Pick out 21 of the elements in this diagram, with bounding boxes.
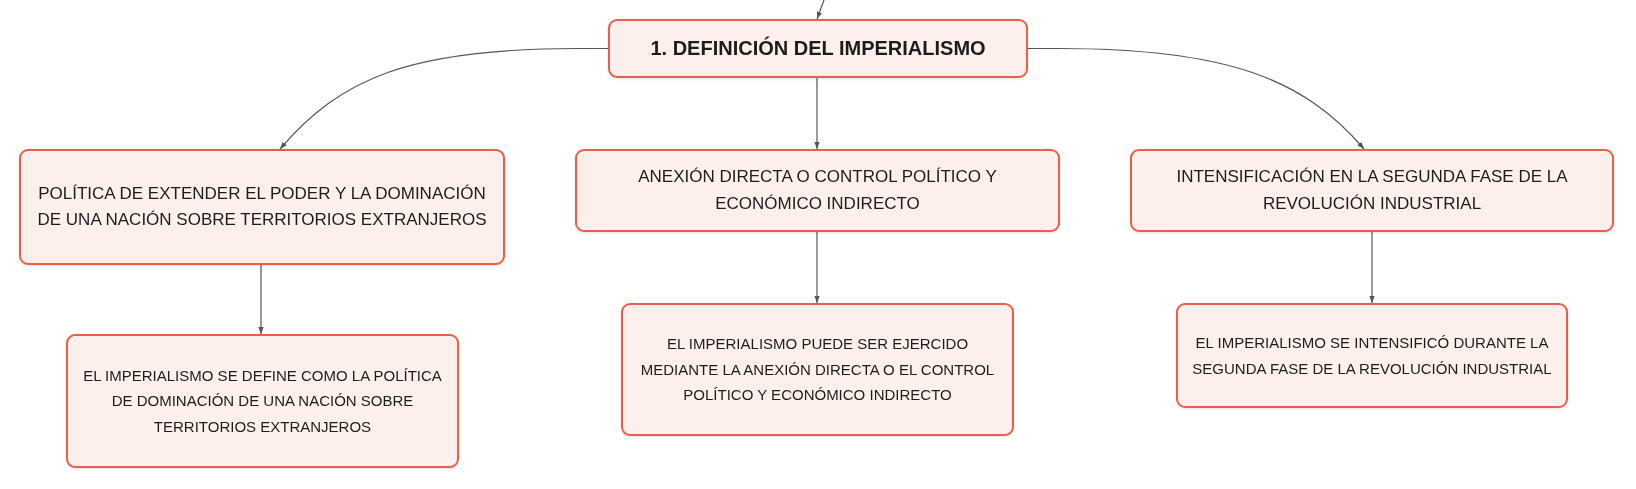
concept-box — [19, 149, 505, 265]
concept-box — [1130, 149, 1614, 232]
connector-arrow — [258, 264, 264, 335]
connector-arrow — [1369, 231, 1375, 304]
concept-text: INTENSIFICACIÓN EN LA SEGUNDA FASE DE LA REVOLUCIÓN INDUSTRIAL — [1175, 166, 1569, 215]
title-box — [608, 19, 1028, 78]
concept-text: EL IMPERIALISMO SE INTENSIFICÓ DURANTE LA SEGUNDA FASE DE LA REVOLUCIÓN INDUSTRIAL — [1192, 333, 1552, 379]
concept-box — [621, 303, 1014, 436]
connector-arrow — [816, 0, 825, 20]
concept-text: ANEXIÓN DIRECTA O CONTROL POLÍTICO Y ECONÓMICO INDIRECTO — [637, 166, 998, 215]
connector-arrow — [814, 231, 820, 304]
concept-box — [1176, 303, 1568, 408]
connector-arrow — [279, 47, 609, 150]
concept-box — [66, 334, 459, 468]
concept-text: EL IMPERIALISMO PUEDE SER EJERCIDO MEDIANTE LA ANEXIÓN DIRECTA O EL CONTROL POLÍTICO Y ECONÓMICO INDIRECTO — [639, 334, 996, 406]
connector-arrow — [1027, 47, 1365, 150]
concept-box — [575, 149, 1060, 232]
connector-arrow — [814, 77, 820, 150]
concept-text: POLÍTICA DE EXTENDER EL PODER Y LA DOMINACIÓN DE UNA NACIÓN SOBRE TERRITORIOS EXTRANJEROS — [36, 182, 488, 231]
concept-text: 1. DEFINICIÓN DEL IMPERIALISMO — [650, 35, 986, 61]
concept-text: EL IMPERIALISMO SE DEFINE COMO LA POLÍTICA DE DOMINACIÓN DE UNA NACIÓN SOBRE TERRITORIOS EXTRANJEROS — [82, 365, 443, 437]
